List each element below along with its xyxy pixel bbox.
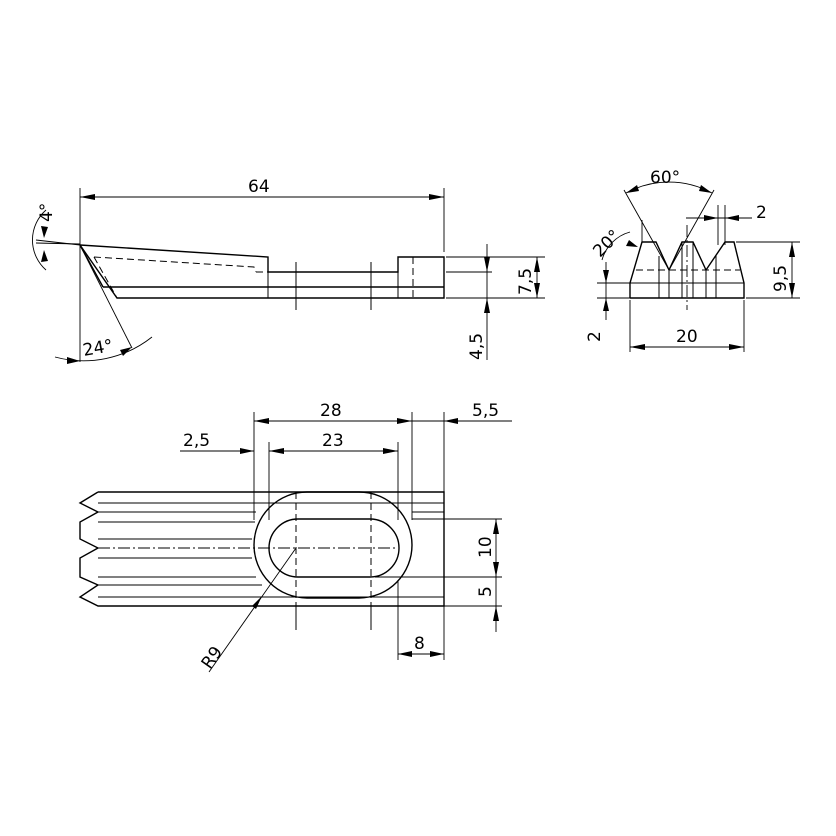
end-view: 60° 2 20° 2 20 9,5 bbox=[585, 168, 800, 352]
dim-64-arrow-left bbox=[80, 194, 95, 200]
side-hidden-tip bbox=[93, 256, 118, 299]
dim-land-arrow-right bbox=[725, 215, 739, 221]
angle-flank-label: 20° bbox=[589, 226, 624, 261]
dim-45-arrow-top bbox=[484, 257, 490, 272]
dim-end-distance-label: 5,5 bbox=[472, 401, 499, 421]
dim-width-label: 20 bbox=[676, 327, 698, 347]
angle-24-arrow-left bbox=[67, 357, 80, 364]
dim-55-arrow bbox=[444, 418, 458, 424]
angle-4-arc bbox=[32, 209, 47, 271]
dim-20-arrow-left bbox=[630, 344, 645, 350]
dim-slot-outer-label: 28 bbox=[320, 401, 342, 421]
dim-step-arrow-bottom bbox=[603, 298, 609, 311]
slot-outer bbox=[253, 491, 413, 599]
dim-top-land-label: 2 bbox=[756, 203, 767, 223]
dim-45-arrow-bottom bbox=[484, 298, 490, 313]
dim-step-arrow-top bbox=[603, 270, 609, 283]
plan-outline bbox=[78, 491, 445, 607]
angle-60-arrow-right bbox=[699, 185, 712, 193]
angle-60-ext-right bbox=[668, 189, 715, 271]
angle-24-arrow-right bbox=[120, 347, 132, 356]
angle-60-arrow-left bbox=[626, 185, 639, 193]
angle-4-ext-b bbox=[35, 239, 81, 246]
angle-60-ext-left bbox=[623, 189, 670, 271]
dim-height-label: 9,5 bbox=[771, 265, 791, 292]
dim-28-arrow-right bbox=[397, 418, 412, 424]
dim-95-arrow-bottom bbox=[789, 283, 795, 298]
dim-20-arrow-right bbox=[729, 344, 744, 350]
angle-24-ext bbox=[79, 244, 133, 349]
dim-8-arrow-right bbox=[430, 651, 444, 657]
radius-leader bbox=[208, 547, 297, 673]
side-hidden-groove bbox=[93, 256, 257, 273]
radius-arrow bbox=[252, 596, 262, 609]
dim-64-arrow-right bbox=[429, 194, 444, 200]
dim-land-arrow-left bbox=[704, 215, 718, 221]
angle-24-arc bbox=[54, 336, 153, 362]
dim-95-arrow-top bbox=[789, 242, 795, 257]
dim-28-arrow-left bbox=[254, 418, 269, 424]
dim-slot-inner-label: 23 bbox=[322, 431, 344, 451]
dim-75-arrow-bottom bbox=[534, 283, 540, 298]
dim-25-arrow bbox=[240, 448, 254, 454]
angle-4-arrow-top bbox=[41, 226, 48, 238]
dim-10-arrow-bottom bbox=[493, 562, 499, 577]
dim-slot-width-label: 10 bbox=[476, 536, 496, 558]
dim-base-height-label: 4,5 bbox=[467, 333, 487, 360]
angle-20-arrow bbox=[626, 240, 638, 247]
angle-tip-label: 24° bbox=[81, 336, 114, 361]
side-view: 64 7,5 4,5 4° 24° bbox=[32, 177, 545, 364]
angle-groove-label: 60° bbox=[650, 168, 680, 188]
dim-edge-distance-label: 5 bbox=[476, 586, 496, 597]
dim-base-step-label: 2 bbox=[585, 331, 605, 342]
dim-75-arrow-top bbox=[534, 257, 540, 272]
angle-taper-label: 4° bbox=[37, 203, 57, 222]
dim-length-label: 64 bbox=[248, 177, 270, 197]
dim-23-arrow-left bbox=[269, 448, 284, 454]
dim-total-height-label: 7,5 bbox=[516, 268, 536, 295]
angle-20-arc bbox=[601, 231, 631, 261]
dim-23-arrow-right bbox=[383, 448, 398, 454]
plan-view: 28 23 2,5 5,5 10 5 8 bbox=[78, 401, 512, 673]
radius-label: R9 bbox=[198, 643, 227, 673]
angle-4-arrow-bottom bbox=[41, 250, 48, 262]
dim-slot-offset-label: 2,5 bbox=[183, 431, 210, 451]
dim-5-arrow-bottom bbox=[493, 606, 499, 621]
dim-10-arrow-top bbox=[493, 519, 499, 534]
dim-end-land-label: 8 bbox=[414, 634, 425, 654]
dim-8-arrow-left bbox=[398, 651, 412, 657]
